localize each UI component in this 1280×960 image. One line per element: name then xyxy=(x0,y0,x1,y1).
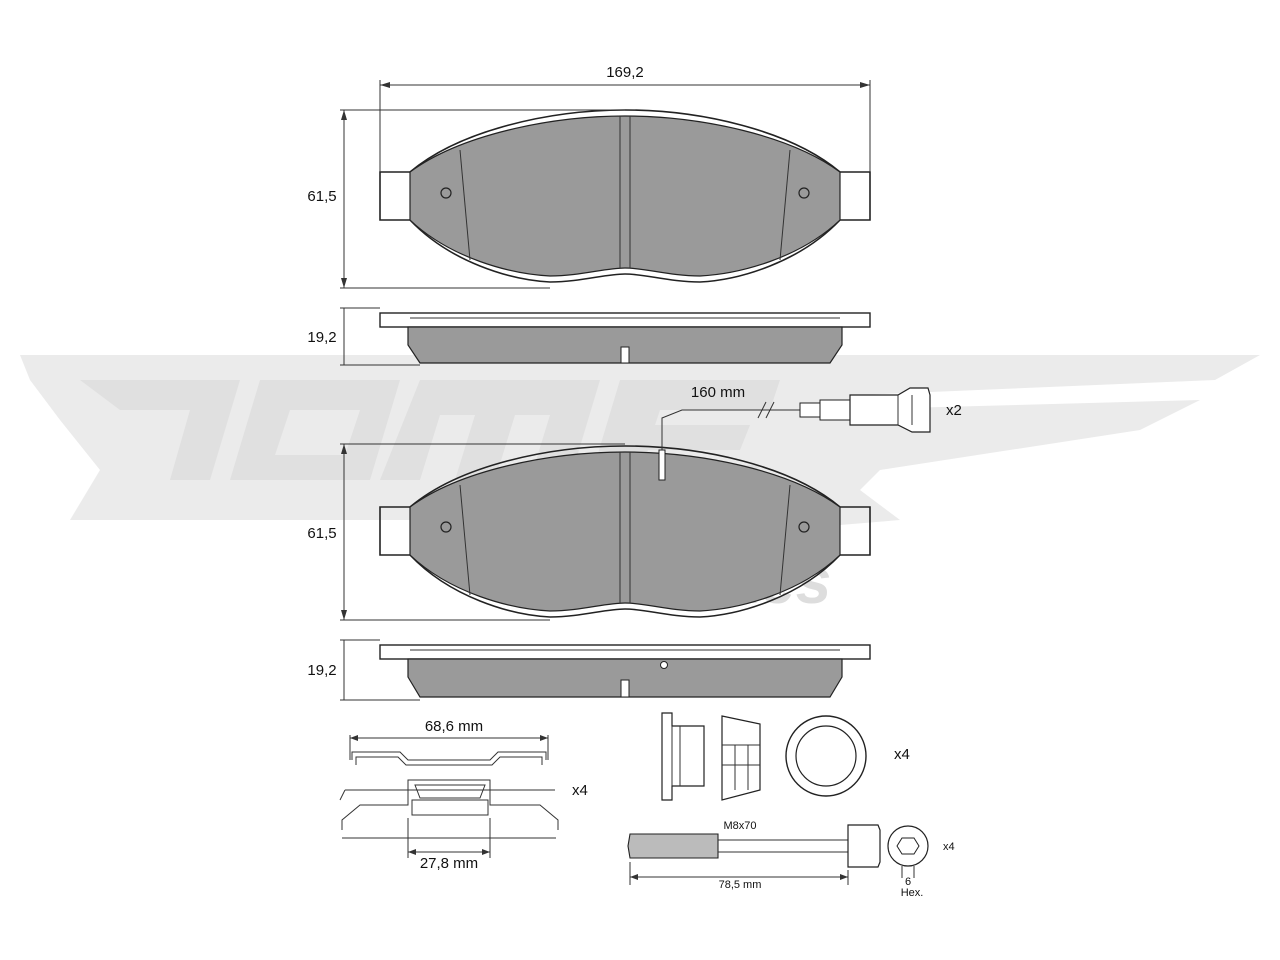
dim-height-top: 61,5 xyxy=(307,109,625,289)
sensor-qty-label: x2 xyxy=(946,402,962,419)
bolt-head-size-label: 6 xyxy=(905,876,911,888)
bolt-length-label: 78,5 mm xyxy=(719,879,762,891)
dim-thickness-top-label: 19,2 xyxy=(307,329,336,346)
bolt-qty-label: x4 xyxy=(943,841,955,853)
dim-height-top-label: 61,5 xyxy=(307,188,336,205)
clip-qty-label: x4 xyxy=(572,782,588,799)
tomex-watermark: brakes xyxy=(20,355,1260,617)
pad-bottom-face-view xyxy=(379,445,871,618)
clip-width-label: 68,6 mm xyxy=(425,718,483,735)
pad-bottom-side-view xyxy=(379,644,871,698)
dim-thickness-bottom-label: 19,2 xyxy=(307,662,336,679)
guide-bolt: M8x70 78,5 mm 6 Hex. x4 xyxy=(627,820,955,899)
wear-sensor: 160 mm x2 xyxy=(658,384,962,481)
anti-rattle-clip: 68,6 mm 27,8 mm x4 xyxy=(339,718,588,872)
pad-top-side-view xyxy=(379,312,871,364)
dim-height-bottom-label: 61,5 xyxy=(307,525,336,542)
clip-inner-label: 27,8 mm xyxy=(420,855,478,872)
bolt-head-type-label: Hex. xyxy=(901,887,924,899)
bolt-thread-label: M8x70 xyxy=(723,820,756,832)
dim-width-label: 169,2 xyxy=(606,64,644,81)
dim-thickness-top: 19,2 xyxy=(307,307,420,366)
dim-height-bottom: 61,5 xyxy=(307,443,625,621)
bushing-qty-label: x4 xyxy=(894,746,910,763)
pad-top-face-view xyxy=(379,109,871,283)
guide-bushings: x4 xyxy=(661,712,910,801)
dim-thickness-bottom: 19,2 xyxy=(307,639,420,701)
wire-length-label: 160 mm xyxy=(691,384,745,401)
dim-width-top: 169,2 xyxy=(379,64,871,172)
